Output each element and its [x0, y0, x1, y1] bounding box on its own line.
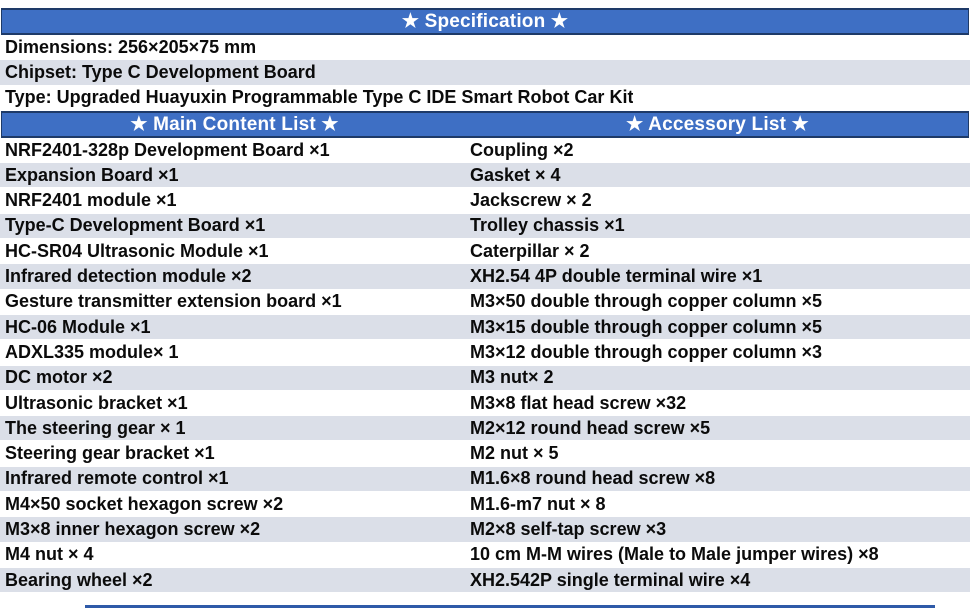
item-row: Gesture transmitter extension board ×1 M3…	[0, 289, 970, 315]
main-content-item: The steering gear × 1	[5, 417, 186, 438]
accessory-list-header: ★ Accessory List ★	[626, 113, 809, 135]
accessory-item: M3×50 double through copper column ×5	[470, 291, 823, 312]
main-content-list-header: ★ Main Content List ★	[130, 113, 339, 135]
item-row: Bearing wheel ×2 XH2.542P single terminal…	[0, 567, 970, 594]
item-row: Steering gear bracket ×1 M2 nut × 5	[0, 441, 970, 467]
accessory-item: M2×8 self-tap screw ×3	[470, 518, 667, 539]
main-content-item: Ultrasonic bracket ×1	[5, 392, 188, 413]
item-row: NRF2401 module ×1 Jackscrew × 2	[0, 188, 970, 214]
accessory-item: M1.6×8 round head screw ×8	[470, 468, 716, 489]
item-row: DC motor ×2 M3 nut× 2	[0, 365, 970, 391]
accessory-item: Gasket × 4	[470, 164, 561, 185]
item-row: The steering gear × 1 M2×12 round head sc…	[0, 416, 970, 442]
item-row: HC-SR04 Ultrasonic Module ×1 Caterpillar …	[0, 239, 970, 265]
specification-table: ★ Specification ★ Dimensions: 256×205×75…	[0, 8, 970, 608]
accessory-item: XH2.54 4P double terminal wire ×1	[470, 266, 763, 287]
main-content-item: HC-06 Module ×1	[5, 316, 151, 337]
spec-row: Type: Upgraded Huayuxin Programmable Typ…	[0, 85, 970, 111]
item-row: M4×50 socket hexagon screw ×2 M1.6-m7 nut…	[0, 492, 970, 518]
spec-rows: Dimensions: 256×205×75 mm Chipset: Type C…	[0, 35, 970, 111]
specification-header-label: ★ Specification ★	[401, 11, 569, 32]
item-row: Infrared remote control ×1 M1.6×8 round h…	[0, 466, 970, 493]
accessory-item: M2 nut × 5	[470, 443, 559, 464]
item-row: ADXL335 module× 1 M3×12 double through co…	[0, 340, 970, 366]
spec-row-text: Type: Upgraded Huayuxin Programmable Typ…	[5, 87, 634, 108]
item-row: Expansion Board ×1 Gasket × 4	[0, 163, 970, 189]
main-content-item: Infrared remote control ×1	[5, 468, 229, 489]
item-rows: NRF2401-328p Development Board ×1 Couplin…	[0, 137, 970, 594]
main-content-item: M4×50 socket hexagon screw ×2	[5, 493, 284, 514]
main-content-item: Type-C Development Board ×1	[5, 215, 266, 236]
main-content-item: DC motor ×2	[5, 367, 113, 388]
accessory-item: M3×15 double through copper column ×5	[470, 316, 823, 337]
main-content-item: NRF2401 module ×1	[5, 190, 177, 211]
item-row: Infrared detection module ×2 XH2.54 4P do…	[0, 264, 970, 290]
accessory-item: 10 cm M-M wires (Male to Male jumper wir…	[470, 544, 879, 565]
main-content-item: Infrared detection module ×2	[5, 266, 252, 287]
item-row: M3×8 inner hexagon screw ×2 M2×8 self-tap…	[0, 517, 970, 543]
item-row: M4 nut × 4 10 cm M-M wires (Male to Male …	[0, 542, 970, 568]
accessory-item: M3×12 double through copper column ×3	[470, 341, 823, 362]
accessory-item: Jackscrew × 2	[470, 190, 592, 211]
main-content-item: Steering gear bracket ×1	[5, 443, 215, 464]
main-content-item: M4 nut × 4	[5, 544, 94, 565]
accessory-item: Trolley chassis ×1	[470, 215, 625, 236]
spec-row-text: Chipset: Type C Development Board	[5, 61, 316, 82]
accessory-item: M3×8 flat head screw ×32	[470, 392, 687, 413]
main-content-item: Bearing wheel ×2	[5, 569, 153, 590]
spec-row: Dimensions: 256×205×75 mm	[0, 35, 970, 61]
list-headers-bar: ★ Main Content List ★ ★ Accessory List ★	[1, 110, 969, 138]
main-content-item: Gesture transmitter extension board ×1	[5, 291, 342, 312]
accessory-item: XH2.542P single terminal wire ×4	[470, 569, 751, 590]
main-content-item: HC-SR04 Ultrasonic Module ×1	[5, 240, 269, 261]
spec-row: Chipset: Type C Development Board	[0, 60, 970, 86]
spec-row-text: Dimensions: 256×205×75 mm	[5, 36, 257, 57]
accessory-item: Caterpillar × 2	[470, 240, 590, 261]
item-row: Type-C Development Board ×1 Trolley chass…	[0, 213, 970, 240]
item-row: HC-06 Module ×1 M3×15 double through copp…	[0, 314, 970, 341]
specification-header-bar: ★ Specification ★	[1, 8, 969, 35]
main-content-item: ADXL335 module× 1	[5, 341, 179, 362]
accessory-item: Coupling ×2	[470, 139, 574, 160]
main-content-item: NRF2401-328p Development Board ×1	[5, 139, 330, 160]
accessory-item: M1.6-m7 nut × 8	[470, 493, 606, 514]
accessory-item: M2×12 round head screw ×5	[470, 417, 711, 438]
main-content-item: M3×8 inner hexagon screw ×2	[5, 518, 261, 539]
item-row: NRF2401-328p Development Board ×1 Couplin…	[0, 137, 970, 164]
main-content-item: Expansion Board ×1	[5, 164, 179, 185]
item-row: Ultrasonic bracket ×1 M3×8 flat head scre…	[0, 390, 970, 417]
accessory-item: M3 nut× 2	[470, 367, 554, 388]
